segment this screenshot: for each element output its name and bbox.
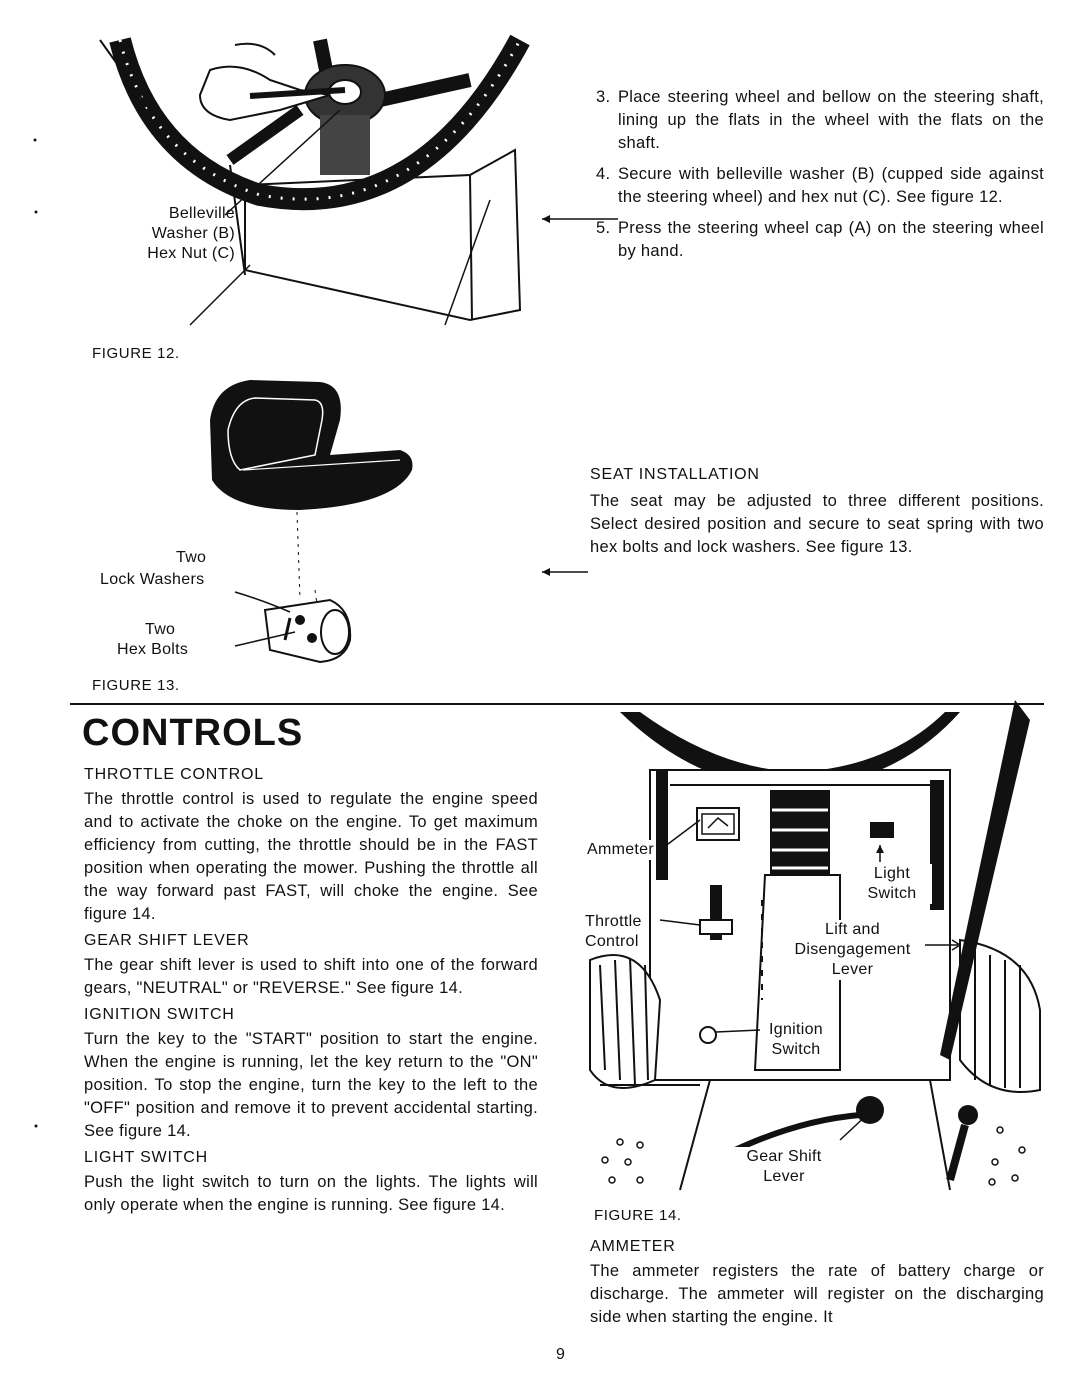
step-text: Press the steering wheel cap (A) on the … [618,219,1044,260]
controls-title: CONTROLS [82,712,304,754]
label-light-line2: Switch [867,885,917,902]
label-ignition-line1: Ignition [769,1021,823,1038]
label-lock-washers: Lock Washers [100,571,205,588]
arrow-pointer-icon [542,215,618,223]
figure-12-caption: FIGURE 12. [92,345,180,362]
seat-drawing [210,380,413,664]
step-text: Place steering wheel and bellow on the s… [618,88,1044,152]
throttle-heading: THROTTLE CONTROL [84,766,264,783]
ammeter-section: AMMETER The ammeter registers the rate o… [590,1238,1044,1329]
ignition-text: Turn the key to the "START" position to … [84,1030,538,1140]
label-ammeter: Ammeter [586,840,655,860]
label-two-bolts: Two [145,621,176,638]
step-3: 3. Place steering wheel and bellow on th… [596,86,1044,155]
step-number: 3. [596,88,611,106]
gear-heading: GEAR SHIFT LEVER [84,932,250,949]
label-throttle-control: Throttle Control [584,912,643,952]
step-number: 5. [596,219,611,237]
label-lift-lever: Lift and Disengagement Lever [780,920,925,980]
figure-13-caption: FIGURE 13. [92,677,180,694]
step-text: Secure with belleville washer (B) (cuppe… [618,165,1044,206]
step-number: 4. [596,165,611,183]
section-heading: SEAT INSTALLATION [590,466,760,483]
label-lift-line3: Lever [831,961,874,978]
light-text: Push the light switch to turn on the lig… [84,1173,538,1214]
label-light-switch: Light Switch [852,864,932,904]
throttle-text: The throttle control is used to regulate… [84,790,538,923]
label-lift-line1: Lift and [825,921,880,938]
section-text: The ammeter registers the rate of batter… [590,1262,1044,1326]
label-ignition-switch: Ignition Switch [760,1020,832,1060]
tractor-dash-drawing [34,700,1041,1191]
section-heading: AMMETER [590,1238,676,1255]
label-washer-b: Washer (B) [151,225,235,242]
page-number: 9 [556,1346,565,1363]
label-gear-line1: Gear Shift [746,1148,822,1165]
figure-14-caption: FIGURE 14. [594,1207,682,1224]
steering-wheel-drawing [33,34,530,326]
arrow-pointer-icon [542,568,588,576]
label-ignition-line2: Switch [771,1041,821,1058]
section-divider [70,703,1044,705]
ignition-heading: IGNITION SWITCH [84,1006,235,1023]
controls-left-column: THROTTLE CONTROL The throttle control is… [84,766,538,1217]
label-hex-bolts: Hex Bolts [117,641,189,658]
steering-steps: 3. Place steering wheel and bellow on th… [596,86,1044,263]
gear-text: The gear shift lever is used to shift in… [84,956,538,997]
seat-installation-section: SEAT INSTALLATION The seat may be adjust… [590,466,1044,559]
label-gear-shift: Gear Shift Lever [734,1147,834,1187]
light-heading: LIGHT SWITCH [84,1149,208,1166]
label-belleville: Belleville [168,205,235,222]
label-gear-line2: Lever [763,1168,805,1185]
label-two-lock: Two [176,549,207,566]
label-throttle-line2: Control [585,933,639,950]
label-lift-line2: Disengagement [794,941,911,958]
step-5: 5. Press the steering wheel cap (A) on t… [596,217,1044,263]
label-hex-nut-c: Hex Nut (C) [147,245,235,262]
label-light-line1: Light [873,865,911,882]
label-throttle-line1: Throttle [585,913,642,930]
figure-12-label-block: Belleville Washer (B) Hex Nut (C) [117,204,235,264]
section-text: The seat may be adjusted to three differ… [590,492,1044,556]
step-4: 4. Secure with belleville washer (B) (cu… [596,163,1044,209]
